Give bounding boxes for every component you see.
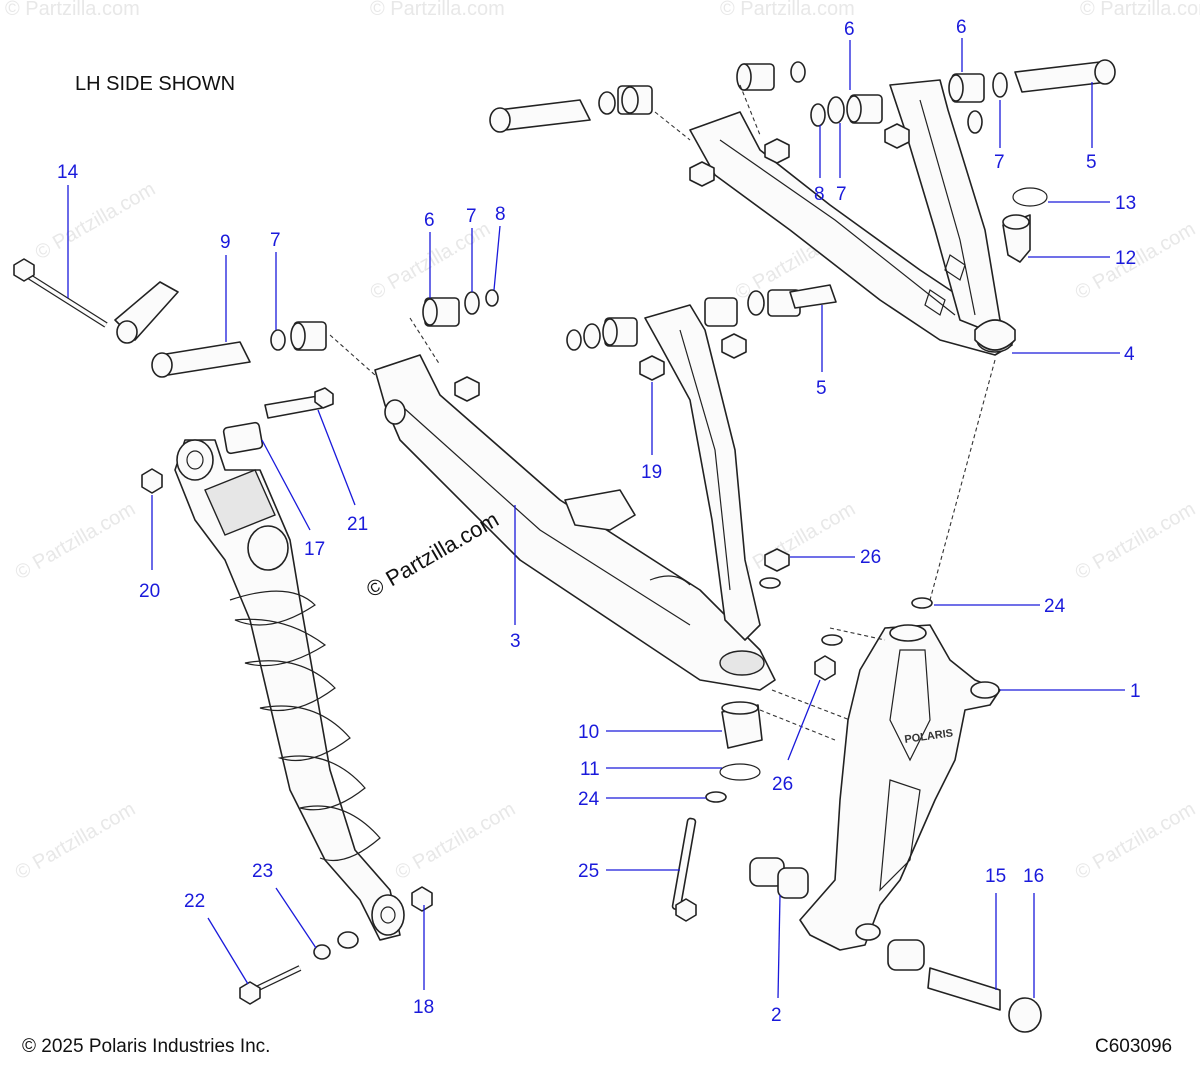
callout-10: 10: [578, 722, 599, 743]
callout-18: 18: [413, 997, 434, 1018]
callout-9: 9: [220, 232, 231, 253]
callout-24: 24: [1044, 596, 1066, 617]
callout-14: 14: [57, 162, 79, 183]
callout-22: 22: [184, 891, 205, 912]
callout-5: 5: [1086, 152, 1097, 173]
lower-arm-hardware: [13, 258, 933, 681]
watermark: © Partzilla.com: [732, 498, 860, 584]
callout-16: 16: [1023, 866, 1044, 887]
side-note: LH SIDE SHOWN: [75, 73, 235, 95]
watermark: © Partzilla.com: [720, 0, 855, 20]
callout-7: 7: [270, 230, 281, 251]
lower-a-arm: [329, 304, 776, 691]
watermark: © Partzilla.com: [12, 798, 140, 884]
callout-12: 12: [1115, 248, 1136, 269]
watermark: © Partzilla.com: [392, 798, 520, 884]
upper-arm-hardware: [489, 59, 1116, 601]
figure-id: C603096: [1095, 1036, 1172, 1057]
callout-25: 25: [578, 861, 599, 882]
callout-11: 11: [580, 759, 600, 780]
callout-5: 5: [816, 378, 827, 399]
copyright: © 2025 Polaris Industries Inc.: [22, 1036, 270, 1057]
watermark: © Partzilla.com: [12, 498, 140, 584]
callout-7: 7: [466, 206, 477, 227]
coil-spring: [229, 590, 381, 862]
callout-19: 19: [641, 462, 662, 483]
callout-13: 13: [1115, 193, 1136, 214]
callouts: 6 6 5 7 8 7 13 12 4 14 9 7 6 7 8 5 19 21: [57, 17, 1141, 1026]
callout-6: 6: [956, 17, 967, 38]
callout-15: 15: [985, 866, 1006, 887]
callout-3: 3: [510, 631, 521, 652]
callout-7: 7: [836, 184, 847, 205]
watermark: © Partzilla.com: [370, 0, 505, 20]
callout-1: 1: [1130, 681, 1141, 702]
center-watermark: © Partzilla.com: [362, 507, 503, 603]
callout-8: 8: [814, 184, 825, 205]
lower-ball-joint: [671, 701, 1042, 1033]
watermark: © Partzilla.com: [1072, 798, 1200, 884]
steering-knuckle: POLARIS: [759, 624, 1001, 951]
callout-4: 4: [1124, 344, 1135, 365]
callout-26: 26: [860, 547, 881, 568]
callout-26: 26: [772, 774, 793, 795]
callout-6: 6: [424, 210, 435, 231]
shock-absorber: [174, 387, 433, 1005]
callout-17: 17: [304, 539, 325, 560]
watermark: © Partzilla.com: [32, 178, 160, 264]
callout-6: 6: [844, 19, 855, 40]
callout-8: 8: [495, 204, 506, 225]
watermark: © Partzilla.com: [1080, 0, 1200, 20]
watermark: © Partzilla.com: [5, 0, 140, 20]
callout-23: 23: [252, 861, 273, 882]
callout-20: 20: [139, 581, 160, 602]
callout-7: 7: [994, 152, 1005, 173]
watermark: © Partzilla.com: [1072, 498, 1200, 584]
callout-2: 2: [771, 1005, 782, 1026]
callout-24: 24: [578, 789, 600, 810]
callout-21: 21: [347, 514, 368, 535]
